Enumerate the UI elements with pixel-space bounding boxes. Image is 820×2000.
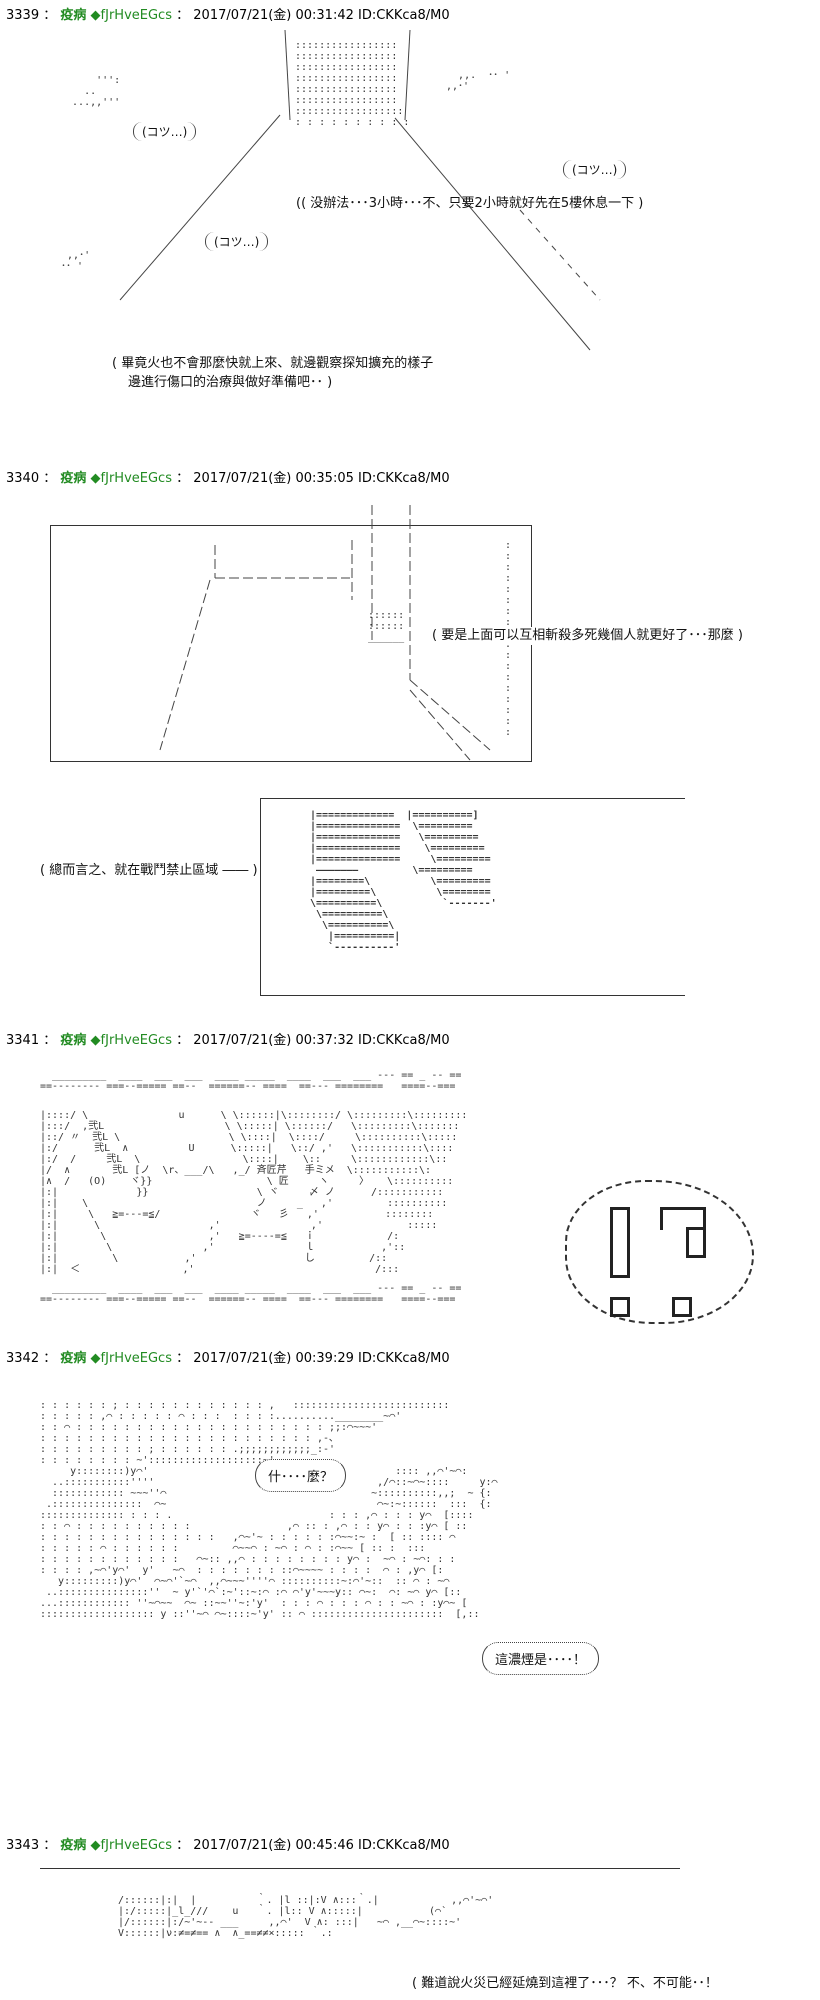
exclaim-burst [565,1180,754,1324]
exclaim-text: !? [1,1,2,19]
exclaim-mark [610,1207,630,1278]
smoke-art: ,,. ･･ ' ,,･' [446,70,511,92]
poster-name: 疫病 [60,1838,87,1853]
post-header: 3340 ： 疫病 ◆fJrHveEGcs ： 2017/07/21(金) 00… [6,471,450,486]
post-header: 3341 ： 疫病 ◆fJrHveEGcs ： 2017/07/21(金) 00… [6,1033,450,1048]
narration-line: ( 畢竟火也不會那麼快就上來、就邊觀察探知擴充的樣子 [112,356,434,371]
post-number[interactable]: 3340 [6,471,40,486]
speech-text: ( 總而言之、就在戰鬥禁止區域 ―― ) [40,862,258,880]
smoke-art: : : : : : : ; : : : : : : : : : : : : , … [40,1400,498,1620]
post-header: 3342 ： 疫病 ◆fJrHveEGcs ： 2017/07/21(金) 00… [6,1351,450,1366]
stairwell-lines [119,29,601,351]
post-header: 3343 ： 疫病 ◆fJrHveEGcs ： 2017/07/21(金) 00… [6,1838,450,1853]
poster-trip: ◆fJrHveEGcs [90,1351,172,1366]
smoke-art: ''': .. ...,,''' [72,75,121,108]
post-number[interactable]: 3339 [6,8,40,23]
narration-line: 邊進行傷口的治療與做好準備吧･･ ) [128,375,333,390]
exclaim-dot [610,1297,630,1317]
post-meta: 2017/07/21(金) 00:39:29 ID:CKKca8/M0 [193,1351,450,1366]
question-mark [686,1227,706,1258]
post-meta: 2017/07/21(金) 00:37:32 ID:CKKca8/M0 [193,1033,450,1048]
wall-art: :::::: :::::: ______ [368,610,405,643]
speech-bubble: 這濃煙是････！ [482,1642,600,1675]
footstep-bubble: (コツ…) [563,160,627,179]
question-dot [672,1297,692,1317]
speech-text: (( 没辦法･･･3小時･･･不、只要2小時就好先在5樓休息一下 ) [296,196,644,211]
panel-border [40,1868,680,1869]
speech-bubble: 什････麼？ [255,1459,347,1492]
post-number[interactable]: 3343 [6,1838,40,1853]
poster-name: 疫病 [60,1033,87,1048]
post-meta: 2017/07/21(金) 00:35:05 ID:CKKca8/M0 [193,471,450,486]
corridor-lines [159,505,491,761]
footstep-bubble: (コツ…) [205,232,269,251]
post-meta: 2017/07/21(金) 00:31:42 ID:CKKca8/M0 [193,8,450,23]
question-mark [660,1207,706,1230]
face-art: |::::/ \ u \ \::::::|\::::::::/ \:::::::… [40,1110,468,1275]
poster-trip: ◆fJrHveEGcs [90,8,172,23]
smoke-art: ,,･' ･･ ' [61,250,91,272]
speech-text: ( 要是上面可以互相斬殺多死幾個人就更好了･･･那麼 ) [432,627,743,645]
poster-name: 疫病 [60,1351,87,1366]
stair-art: ::::::::::::::::: ::::::::::::::::: ::::… [295,40,410,128]
door-art: |============= |==========] |===========… [310,810,497,953]
post-header: 3339 ： 疫病 ◆fJrHveEGcs ： 2017/07/21(金) 00… [6,8,450,23]
post-number[interactable]: 3342 [6,1351,40,1366]
panel-border [260,798,261,995]
speedline-border: _________ ____ ___ ___ ____ _____ ____ _… [40,1283,462,1305]
poster-trip: ◆fJrHveEGcs [90,471,172,486]
speedline-border: _________ ____ ___ ___ ____ _____ ____ _… [40,1070,462,1092]
panel-border [260,995,685,996]
panel-border [260,798,685,799]
footstep-bubble: (コツ…) [133,122,197,141]
poster-name: 疫病 [60,8,87,23]
poster-trip: ◆fJrHveEGcs [90,1838,172,1853]
poster-name: 疫病 [60,471,87,486]
post-number[interactable]: 3341 [6,1033,40,1048]
poster-trip: ◆fJrHveEGcs [90,1033,172,1048]
post-meta: 2017/07/21(金) 00:45:46 ID:CKKca8/M0 [193,1838,450,1853]
face-art: /::::::|:| | ｀. |l ::|:V ∧:::｀.| ,,⌒'~⌒'… [118,1895,494,1939]
speech-text: ( 難道說火災已經延燒到這裡了･･･？ 不、不可能･･！ [412,1975,718,1993]
